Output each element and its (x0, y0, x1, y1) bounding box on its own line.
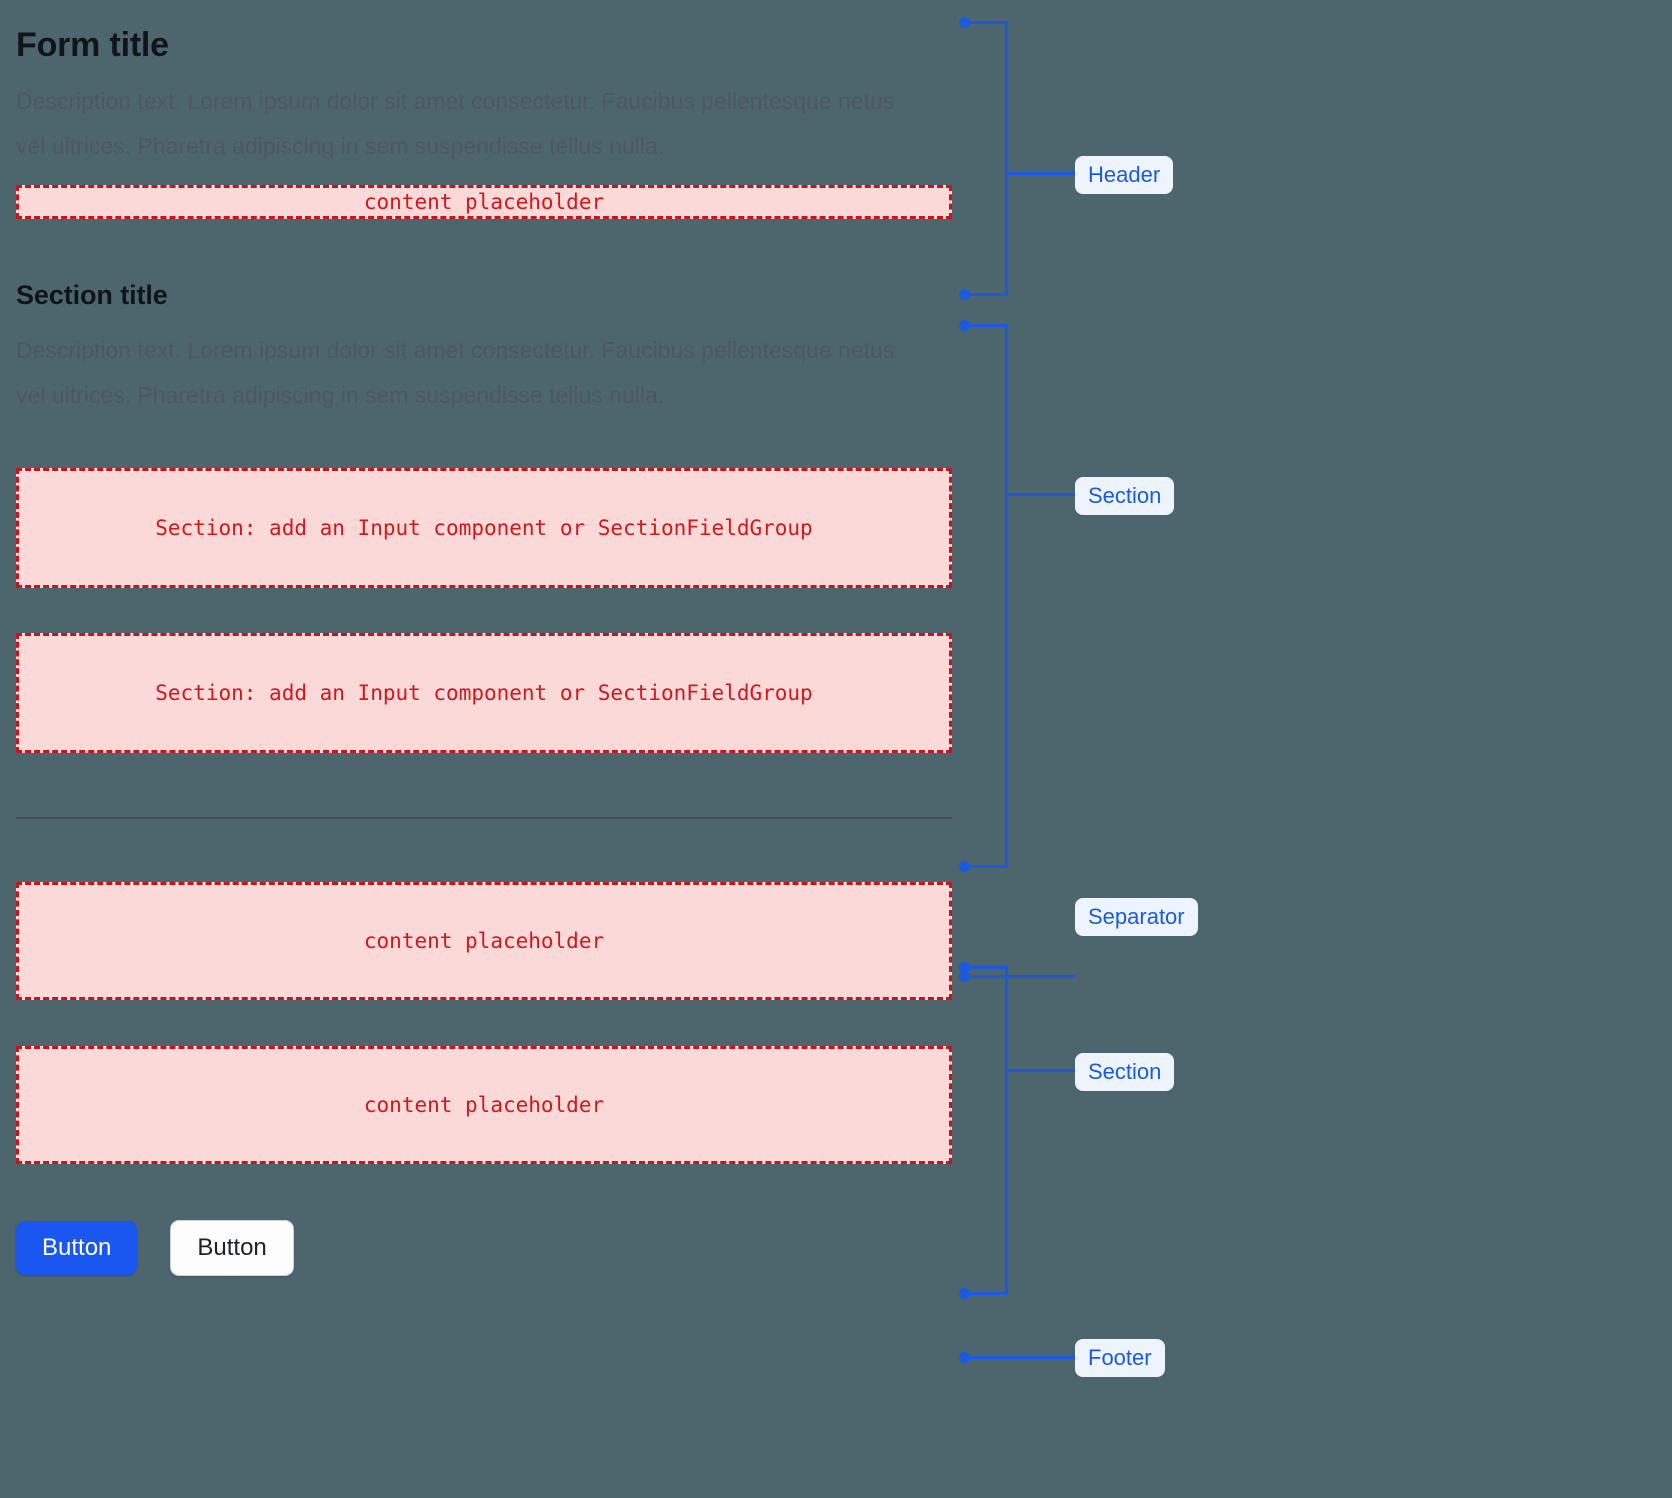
annotation-leader-header (1005, 172, 1075, 175)
annotation-dot-separator (959, 971, 970, 982)
section-field-placeholder-2: Section: add an Input component or Secti… (16, 633, 952, 754)
annotation-bracket-section-two (1005, 966, 1008, 1293)
form-header: Form title Description text. Lorem ipsum… (16, 0, 952, 219)
annotation-label-separator[interactable]: Separator (1075, 898, 1198, 936)
annotation-line-section-one-bottom (964, 865, 1008, 868)
annotation-leader-section-two (1005, 1069, 1075, 1072)
form-section-one: Section title Description text. Lorem ip… (16, 279, 952, 754)
annotation-line-section-one-top (964, 324, 1008, 327)
annotation-bracket-section-one (1005, 324, 1008, 868)
header-description: Description text. Lorem ipsum dolor sit … (16, 87, 895, 159)
annotation-dot-footer (959, 1352, 970, 1363)
annotation-line-header-bottom (964, 293, 1008, 296)
form-footer: Button Button (16, 1220, 952, 1276)
annotation-line-header-top (964, 21, 1008, 24)
section-field-placeholder-1: Section: add an Input component or Secti… (16, 468, 952, 589)
section-title: Section title (16, 279, 168, 310)
annotation-label-footer[interactable]: Footer (1075, 1339, 1165, 1377)
form-container: Form title Description text. Lorem ipsum… (16, 0, 952, 1276)
annotation-dot-section-one-bottom (959, 861, 970, 872)
annotation-line-section-two-top (964, 966, 1008, 969)
annotation-dot-header-bottom (959, 289, 970, 300)
separator (16, 817, 952, 820)
annotation-leader-separator (964, 975, 1075, 978)
section-two-content-placeholder-2: content placeholder (16, 1046, 952, 1165)
annotation-bracket-header (1005, 21, 1008, 295)
annotation-label-section-two[interactable]: Section (1075, 1053, 1175, 1091)
section-description: Description text. Lorem ipsum dolor sit … (16, 337, 895, 409)
annotation-line-section-two-bottom (964, 1292, 1008, 1295)
annotation-dot-header-top (959, 17, 970, 28)
annotation-leader-footer (964, 1356, 1075, 1359)
form-section-two: content placeholder content placeholder (16, 882, 952, 1165)
section-two-content-placeholder-1: content placeholder (16, 882, 952, 1001)
annotation-dot-section-one-top (959, 320, 970, 331)
annotation-leader-section-one (1005, 493, 1075, 496)
header-content-placeholder: content placeholder (16, 184, 952, 219)
annotation-dot-section-two-bottom (959, 1288, 970, 1299)
page-title: Form title (16, 26, 169, 64)
secondary-button[interactable]: Button (170, 1220, 294, 1276)
primary-button[interactable]: Button (16, 1221, 138, 1275)
annotation-dot-section-two-top (959, 962, 970, 973)
annotation-label-section-one[interactable]: Section (1075, 477, 1175, 515)
annotation-label-header[interactable]: Header (1075, 156, 1174, 194)
